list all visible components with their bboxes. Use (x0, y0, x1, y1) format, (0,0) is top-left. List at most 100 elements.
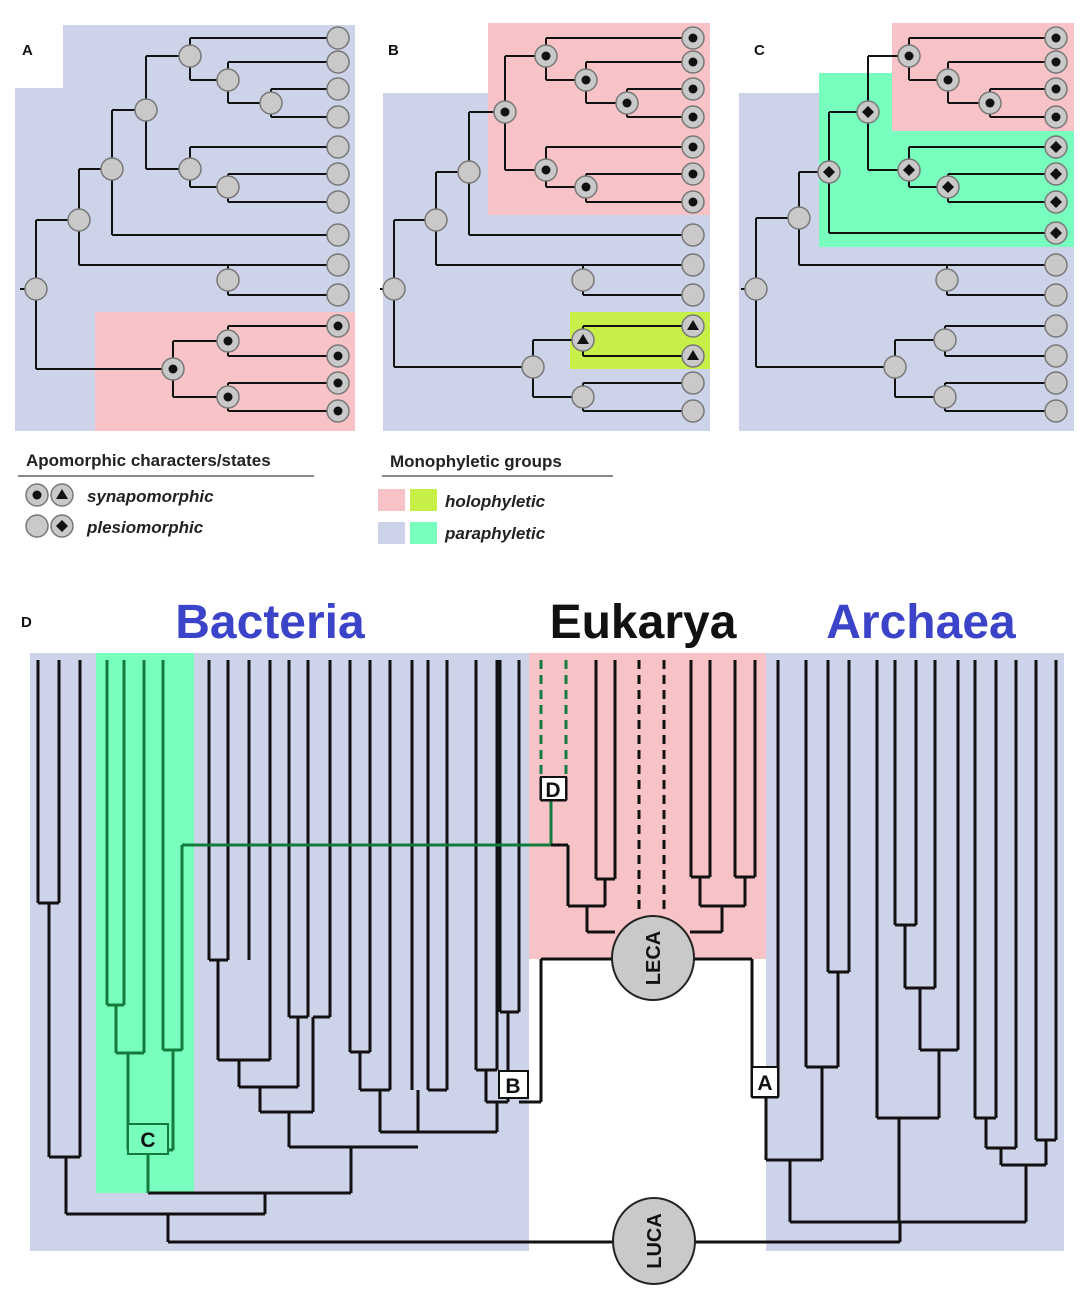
synapomorphic-node (574, 68, 598, 92)
panel-c-leaves (1044, 26, 1068, 423)
node-b-box: B (498, 1070, 529, 1099)
paraphyletic-label: paraphyletic (444, 524, 546, 543)
legend: Apomorphic characters/states synapomorph… (18, 451, 613, 544)
plesiomorphic-node (216, 68, 240, 92)
synapomorphic-leaf (1044, 105, 1068, 129)
plesiomorphic-node (24, 277, 48, 301)
panel-c: C (739, 23, 1074, 431)
archaea-branches (694, 660, 1058, 1244)
leaf-node (681, 371, 705, 395)
plesiomorphic-node (178, 157, 202, 181)
synapomorphic-leaf (326, 314, 350, 338)
panel-a-leaves (326, 26, 350, 423)
plesiomorphic-node (457, 160, 481, 184)
plesiomorphic-diamond-node (856, 100, 880, 124)
bacteria-title: Bacteria (175, 596, 365, 649)
leaf-node (681, 399, 705, 423)
plesiomorphic-node (382, 277, 406, 301)
synapomorphic-node (534, 158, 558, 182)
synapomorphic-node (574, 175, 598, 199)
node-c-box: C (127, 1123, 169, 1155)
synapomorphic-node (978, 91, 1002, 115)
archaea-title: Archaea (826, 596, 1016, 649)
leaf-node (326, 190, 350, 214)
plesiomorphic-diamond-leaf (1044, 221, 1068, 245)
leaf-node (326, 135, 350, 159)
holophyletic-lime-swatch (410, 489, 437, 511)
synapomorphic-node (615, 91, 639, 115)
synapomorphic-leaf (681, 50, 705, 74)
plesiomorphic-label: plesiomorphic (86, 518, 204, 537)
plesiomorphic-node (933, 328, 957, 352)
panel-d-letter: D (21, 614, 32, 631)
synapomorphic-node (534, 44, 558, 68)
synapomorphic-node (161, 357, 185, 381)
leaf-node (681, 253, 705, 277)
synapomorphic-triangle-node (571, 328, 595, 352)
leaf-node (326, 50, 350, 74)
holophyletic-pink-swatch (378, 489, 405, 511)
plesiomorphic-node (134, 98, 158, 122)
bacteria-branches (36, 660, 615, 1244)
holophyletic-label: holophyletic (445, 492, 546, 511)
synapomorphic-leaf (681, 105, 705, 129)
panel-b: B (380, 23, 710, 431)
leaf-node (1044, 344, 1068, 368)
synapomorphic-triangle-leaf (681, 314, 705, 338)
synapomorphic-leaf (1044, 77, 1068, 101)
node-a-box: A (751, 1066, 779, 1098)
synapomorphic-leaf (326, 371, 350, 395)
plesiomorphic-diamond-node (897, 158, 921, 182)
panel-b-nodes (382, 44, 639, 409)
plesiomorphic-node (883, 355, 907, 379)
node-b-label: B (505, 1075, 520, 1098)
panel-d: D Bacteria Eukarya Archaea (21, 596, 1064, 1285)
leaf-node (326, 26, 350, 50)
node-c-label: C (140, 1129, 155, 1152)
luca-label: LUCA (644, 1213, 666, 1269)
synapomorphic-node (493, 100, 517, 124)
plesiomorphic-diamond-node (817, 160, 841, 184)
node-d-label: D (545, 779, 560, 802)
plesiomorphic-node (100, 157, 124, 181)
synapomorphic-leaf (1044, 26, 1068, 50)
panel-c-letter: C (754, 42, 765, 59)
leaf-node (326, 105, 350, 129)
leaf-node (326, 162, 350, 186)
synapomorphic-node (216, 329, 240, 353)
plesiomorphic-legend-icons (25, 514, 74, 538)
synapomorphic-legend-icons (25, 483, 74, 507)
synapomorphic-node (216, 385, 240, 409)
synapomorphic-leaf (681, 26, 705, 50)
panel-a-letter: A (22, 42, 33, 59)
leca-label: LECA (643, 931, 665, 985)
panel-a: A (15, 25, 355, 431)
plesiomorphic-node (571, 385, 595, 409)
panel-a-nodes (24, 44, 283, 409)
synapomorphic-triangle-leaf (681, 344, 705, 368)
node-a-label: A (757, 1072, 772, 1095)
plesiomorphic-node (571, 268, 595, 292)
panel-c-nodes (744, 44, 1002, 409)
plesiomorphic-diamond-leaf (1044, 135, 1068, 159)
synapomorphic-label: synapomorphic (87, 487, 214, 506)
plesiomorphic-node (787, 206, 811, 230)
plesiomorphic-node (67, 208, 91, 232)
synapomorphic-node (897, 44, 921, 68)
synapomorphic-node (936, 68, 960, 92)
plesiomorphic-node (933, 385, 957, 409)
eukarya-region (529, 653, 766, 959)
synapomorphic-leaf (1044, 50, 1068, 74)
plesiomorphic-node (935, 268, 959, 292)
leaf-node (326, 77, 350, 101)
synapomorphic-leaf (681, 162, 705, 186)
plastid-dashed-branches (539, 660, 568, 777)
panel-b-leaves (681, 26, 705, 423)
paraphyletic-green-swatch (410, 522, 437, 544)
holophyletic-region-b (488, 23, 710, 215)
holophyletic-region-c (892, 23, 1074, 131)
synapomorphic-leaf (326, 399, 350, 423)
plesiomorphic-node (216, 175, 240, 199)
eukarya-title: Eukarya (550, 596, 737, 649)
leaf-node (326, 253, 350, 277)
